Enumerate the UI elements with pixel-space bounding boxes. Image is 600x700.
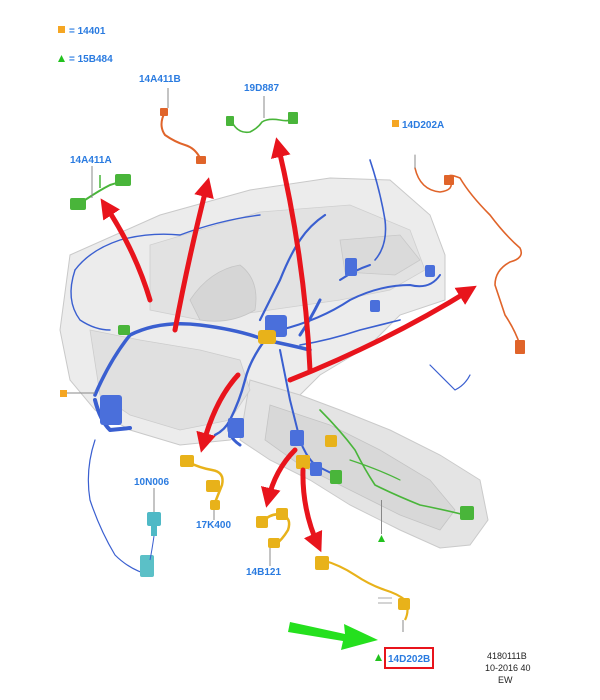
main-harness-blue [70,159,471,576]
arrow-to-14A411A [100,198,153,303]
component-14D202B [315,556,410,632]
legend-item-14401: = 14401 [69,26,106,37]
arrow-to-14D202A [287,285,477,383]
callout-17K400: 17K400 [196,520,231,531]
callout-14D202A-top: 14D202A [402,120,444,131]
blue-connectors [100,258,435,577]
callout-19D887: 19D887 [244,83,279,94]
component-14A411B [160,108,206,164]
component-10N006 [147,512,161,561]
center-connectors-yellow [258,330,337,469]
callout-14D202B: 14D202B [388,654,430,665]
highlight-box [384,647,434,669]
marker-square-icon [60,390,67,397]
reference-block: 4180111B 10-2016 40 EW [485,651,531,685]
callout-14B121: 14B121 [246,567,281,578]
green-connector-left [118,325,130,335]
dashboard-body [59,177,489,549]
arrow-to-17K400 [196,372,241,453]
arrow-to-14B121 [260,447,298,508]
marker-triangle-icon [378,535,385,542]
green-connector-console [460,506,474,520]
legend-square-icon [58,26,65,33]
arrow-to-19D887 [271,137,313,373]
component-14D202A [414,154,525,354]
callout-triangle-icon [375,654,382,661]
legend-item-15B484: = 15B484 [69,54,113,65]
legend-triangle-icon [58,55,65,62]
component-14B121 [256,508,291,548]
console-harness-green [319,409,466,516]
callouts: 14A411B 19D887 14D202A 14A411A 10N006 17… [70,74,444,669]
callout-14A411B: 14A411B [139,74,181,85]
reference-number: 4180111B [487,651,527,661]
leader-lines [91,88,271,566]
green-arrow [288,622,378,650]
arrow-to-14A411B [172,177,214,333]
arrow-to-14D202B [300,467,323,553]
green-connector-center [330,470,342,484]
callout-14A411A: 14A411A [70,155,112,166]
reference-date: 10-2016 40 [485,663,531,673]
component-19D887 [226,112,298,134]
red-arrows [100,137,477,553]
component-14A411A [70,174,131,210]
legend: = 14401 = 15B484 [58,26,113,65]
callout-10N006: 10N006 [134,477,169,488]
callout-square-icon [392,120,399,127]
reference-code: EW [498,675,513,685]
component-17K400 [180,455,224,510]
